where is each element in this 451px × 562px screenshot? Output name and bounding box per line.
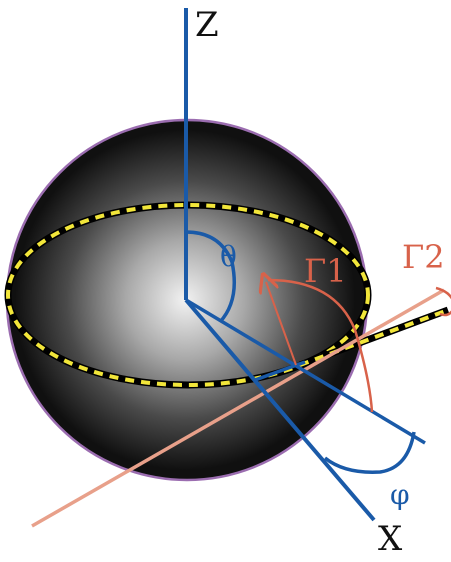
equator-ring-dashes xyxy=(6,203,370,387)
z-axis-label: Z xyxy=(195,5,219,45)
theta-arc xyxy=(185,230,236,324)
gamma2-label: Γ2 xyxy=(402,238,445,276)
gamma1-arrow xyxy=(266,282,297,366)
projection-line xyxy=(185,298,426,445)
gamma1-label: Γ1 xyxy=(304,252,347,290)
beam-line xyxy=(31,288,445,528)
tilted-ring-dashes xyxy=(299,308,449,367)
theta-label: θ xyxy=(220,240,237,273)
inner-segment xyxy=(254,360,306,382)
gamma2-cap xyxy=(435,286,451,317)
phi-arc xyxy=(323,431,416,474)
x-axis-label: X xyxy=(378,519,403,559)
phi-label: φ xyxy=(390,478,410,511)
x-axis-line xyxy=(184,298,376,522)
gamma1-arc xyxy=(267,278,374,413)
